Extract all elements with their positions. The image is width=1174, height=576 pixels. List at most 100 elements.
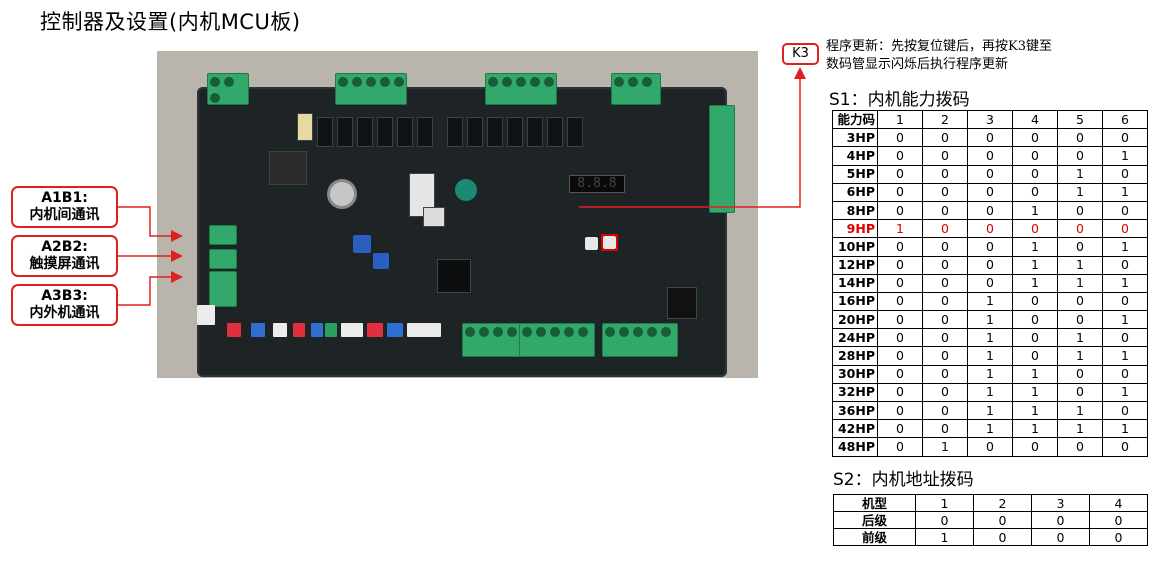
s1-cell: 0 — [922, 346, 968, 366]
label-a3b3-desc: 内外机通讯 — [29, 305, 100, 321]
s2-row-label: 机型 — [833, 494, 916, 512]
connector-blue — [311, 323, 323, 337]
s1-row-label: 能力码 — [832, 109, 878, 130]
s1-row-label: 24HP — [832, 328, 878, 348]
s1-cell: 0 — [967, 128, 1013, 148]
s1-cell: 0 — [877, 164, 923, 184]
s1-cell: 0 — [1102, 328, 1148, 348]
s1-cell: 0 — [922, 200, 968, 221]
k3-button — [603, 236, 616, 249]
k3-tag: K3 — [782, 43, 819, 65]
s1-cell: 0 — [1057, 219, 1103, 239]
s1-cell: 0 — [877, 346, 923, 366]
s1-cell: 1 — [1057, 273, 1103, 293]
s1-cell: 1 — [1102, 182, 1148, 202]
s1-cell: 1 — [967, 310, 1013, 330]
s1-cell: 1 — [1012, 419, 1058, 439]
s1-cell: 0 — [1102, 400, 1148, 421]
relay — [467, 117, 483, 147]
s1-cell: 0 — [877, 310, 923, 330]
s1-cell: 0 — [922, 182, 968, 202]
s2-cell: 0 — [973, 511, 1032, 529]
s1-cell: 0 — [922, 237, 968, 257]
s1-cell: 1 — [1102, 273, 1148, 293]
label-a1b1-desc: 内机间通讯 — [29, 207, 100, 223]
terminal-block — [519, 323, 595, 357]
terminal-a3b3 — [209, 271, 237, 307]
s1-row-label: 14HP — [832, 273, 878, 293]
s1-cell: 1 — [1102, 419, 1148, 439]
s1-cell: 1 — [1012, 273, 1058, 293]
s1-cell: 0 — [1012, 437, 1058, 457]
s1-cell: 1 — [967, 346, 1013, 366]
connector-blue — [251, 323, 265, 337]
s2-cell: 0 — [973, 528, 1032, 546]
connector-white — [407, 323, 441, 337]
s1-cell: 0 — [877, 255, 923, 275]
terminal-block — [485, 73, 557, 105]
terminal-a2b2 — [209, 249, 237, 269]
s1-cell: 0 — [922, 164, 968, 184]
s1-cell: 0 — [1012, 164, 1058, 184]
s1-cell: 0 — [922, 328, 968, 348]
capacitor — [327, 179, 357, 209]
s1-title: S1：内机能力拨码 — [829, 90, 970, 110]
s1-cell: 0 — [967, 200, 1013, 221]
s1-row-label: 6HP — [832, 182, 878, 202]
s1-row-label: 30HP — [832, 364, 878, 384]
s1-cell: 0 — [922, 273, 968, 293]
s1-cell: 1 — [1102, 310, 1148, 330]
terminal-block — [462, 323, 522, 357]
s1-cell: 0 — [1057, 146, 1103, 166]
s1-cell: 0 — [967, 219, 1013, 239]
s1-cell: 1 — [1012, 255, 1058, 275]
s1-cell: 0 — [1057, 382, 1103, 403]
s1-cell: 0 — [1102, 437, 1148, 457]
s1-cell: 0 — [1102, 291, 1148, 312]
s1-cell: 0 — [877, 273, 923, 293]
label-a3b3: A3B3: 内外机通讯 — [11, 284, 118, 326]
arrow-a3b3 — [118, 271, 183, 306]
s1-cell: 0 — [922, 382, 968, 403]
s2-cell: 0 — [1089, 528, 1148, 546]
s1-cell: 1 — [967, 382, 1013, 403]
s1-cell: 1 — [1102, 146, 1148, 166]
label-a2b2-desc: 触摸屏通讯 — [29, 256, 100, 272]
s1-cell: 1 — [1102, 237, 1148, 257]
s1-cell: 0 — [1012, 310, 1058, 330]
s2-cell: 3 — [1031, 494, 1090, 512]
s1-cell: 1 — [1102, 382, 1148, 403]
s1-cell: 0 — [967, 437, 1013, 457]
relay-connector — [667, 287, 697, 319]
relay — [447, 117, 463, 147]
s1-cell: 1 — [967, 291, 1013, 312]
s1-cell: 0 — [1102, 364, 1148, 384]
k3-description-line2: 数码管显示闪烁后执行程序更新 — [826, 57, 1009, 72]
terminal-a1b1 — [209, 225, 237, 245]
s1-cell: 0 — [877, 200, 923, 221]
s1-cell: 0 — [877, 291, 923, 312]
s1-cell: 0 — [922, 419, 968, 439]
page-title: 控制器及设置(内机MCU板) — [40, 10, 301, 34]
connector-red — [227, 323, 241, 337]
s1-cell: 0 — [922, 400, 968, 421]
s2-cell: 0 — [1031, 511, 1090, 529]
label-a1b1: A1B1: 内机间通讯 — [11, 186, 118, 228]
s1-cell: 1 — [877, 109, 923, 130]
s1-cell: 0 — [877, 237, 923, 257]
s1-cell: 1 — [1057, 328, 1103, 348]
connector-white — [341, 323, 363, 337]
s1-row-label: 4HP — [832, 146, 878, 166]
potentiometer — [353, 235, 371, 253]
reset-button — [585, 237, 598, 250]
connector-green — [325, 323, 337, 337]
relay — [377, 117, 393, 147]
s1-cell: 1 — [1057, 419, 1103, 439]
terminal-block — [207, 73, 249, 105]
s1-cell: 1 — [967, 328, 1013, 348]
s1-cell: 0 — [1057, 237, 1103, 257]
